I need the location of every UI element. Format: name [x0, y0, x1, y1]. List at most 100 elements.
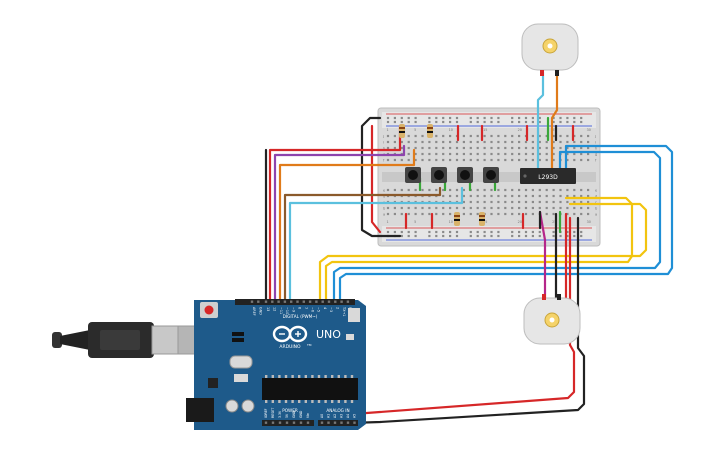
- analog-pin-label: A3: [340, 414, 344, 418]
- col-number-top: 20: [518, 128, 522, 132]
- wire-brown-pin10: [283, 186, 442, 302]
- digital-pin-label: ~3: [329, 307, 333, 312]
- row-letter-left: f: [383, 159, 385, 163]
- col-number-top: 10: [449, 128, 453, 132]
- row-letter-right: f: [595, 159, 597, 163]
- power-jack[interactable]: [186, 398, 214, 422]
- arduino-logo-icon: [272, 325, 308, 343]
- resistors: [399, 124, 485, 226]
- analog-pin-label: A4: [346, 414, 350, 418]
- digital-pin-label: ~9: [291, 307, 295, 312]
- row-letter-right: j: [594, 135, 596, 139]
- usb-cable: [52, 322, 205, 358]
- wire-yellow-2: [324, 196, 634, 302]
- dc-motor-top[interactable]: [521, 23, 579, 76]
- model-label: UNO: [316, 328, 341, 341]
- resistor-1: [399, 124, 405, 138]
- col-number-bottom: 10: [449, 220, 453, 224]
- resistor-2: [427, 124, 433, 138]
- row-letter-left: a: [383, 213, 385, 217]
- wire-red-5v-rail: [370, 124, 382, 234]
- resistor-4: [479, 212, 485, 226]
- row-letter-left: i: [383, 141, 384, 145]
- wire-blue-1: [332, 150, 662, 302]
- wire-black-power: [318, 216, 586, 426]
- analog-pin-label: A2: [333, 414, 337, 418]
- col-number-bottom: 5: [414, 220, 416, 224]
- digital-pin-label: 13: [266, 307, 270, 311]
- col-number-top: 25: [552, 128, 556, 132]
- row-letter-left: h: [383, 147, 385, 151]
- power-pin-label: 5V: [285, 413, 289, 418]
- power-pin-label: 3.3V: [278, 410, 282, 418]
- wire-yellow-1: [318, 202, 648, 302]
- power-pin-label: Vin: [306, 413, 310, 418]
- resistor-3: [454, 212, 460, 226]
- row-letter-right: h: [595, 147, 597, 151]
- tm-label: TM: [306, 343, 312, 347]
- row-letter-right: g: [595, 153, 597, 157]
- digital-pin-label: 12: [273, 307, 277, 311]
- row-letter-right: c: [595, 201, 597, 205]
- wire-cyan-pin9: [288, 186, 464, 302]
- digital-pin-label: ~6: [310, 307, 314, 312]
- push-button-1: [405, 167, 421, 183]
- col-number-bottom: 15: [483, 220, 487, 224]
- digital-pin-label: ~5: [317, 307, 321, 312]
- power-pin-label: GND: [299, 410, 303, 418]
- col-number-top: 1: [387, 128, 389, 132]
- wire-black-top: [264, 116, 402, 302]
- row-letter-right: a: [595, 213, 597, 217]
- col-number-top: 5: [414, 128, 416, 132]
- row-letter-left: j: [382, 135, 384, 139]
- digital-header: [235, 299, 355, 305]
- brand-label: ARDUINO: [279, 344, 301, 350]
- analog-header: [318, 420, 358, 426]
- wire-red-power: [298, 216, 576, 420]
- col-number-top: 15: [483, 128, 487, 132]
- col-number-bottom: 20: [518, 220, 522, 224]
- chip-label: L293D: [538, 174, 558, 181]
- power-header-label: POWER: [282, 408, 298, 413]
- push-button-2: [431, 167, 447, 183]
- digital-header-label: DIGITAL (PWM~): [283, 314, 318, 319]
- left-pin-label: GND: [259, 307, 263, 315]
- wire-purple-pin12: [273, 144, 406, 302]
- analog-header-label: ANALOG IN: [326, 408, 349, 413]
- motor-driver-chip[interactable]: L293D: [520, 168, 576, 184]
- dc-motor-bottom[interactable]: [523, 294, 581, 345]
- power-pin-label: IOREF: [264, 408, 268, 418]
- row-letter-left: b: [383, 207, 386, 211]
- analog-pin-label: A5: [353, 414, 357, 418]
- row-letter-right: i: [595, 141, 596, 145]
- wires: [264, 70, 674, 426]
- power-pin-label: RESET: [271, 408, 275, 418]
- digital-pin-label: ~11: [279, 307, 283, 314]
- row-letter-right: e: [595, 189, 598, 193]
- atmega-chip: [262, 378, 358, 400]
- digital-pin-label: ~10: [285, 307, 289, 314]
- digital-pin-label: 4: [323, 307, 327, 309]
- wire-orange-pin11: [278, 148, 416, 302]
- row-letter-left: d: [383, 195, 385, 199]
- col-number-top: 30: [587, 128, 591, 132]
- wire-orange-motor-top: [550, 70, 559, 182]
- analog-pin-label: A0: [320, 414, 324, 418]
- row-letter-left: e: [383, 189, 386, 193]
- wire-cyan-motor-top: [536, 70, 545, 182]
- digital-pin-label: 7: [304, 307, 308, 309]
- wire-blue-2: [338, 144, 674, 302]
- push-button-3: [457, 167, 473, 183]
- push-buttons[interactable]: [405, 167, 499, 183]
- wire-magenta-motor-bottom: [538, 210, 547, 302]
- top-power-rail: [382, 112, 596, 128]
- col-number-bottom: 1: [387, 220, 389, 224]
- wire-red-pin13: [268, 124, 402, 302]
- push-button-4: [483, 167, 499, 183]
- digital-pin-label: 2: [336, 307, 340, 309]
- col-number-bottom: 25: [552, 220, 556, 224]
- power-pin-label: GND: [292, 410, 296, 418]
